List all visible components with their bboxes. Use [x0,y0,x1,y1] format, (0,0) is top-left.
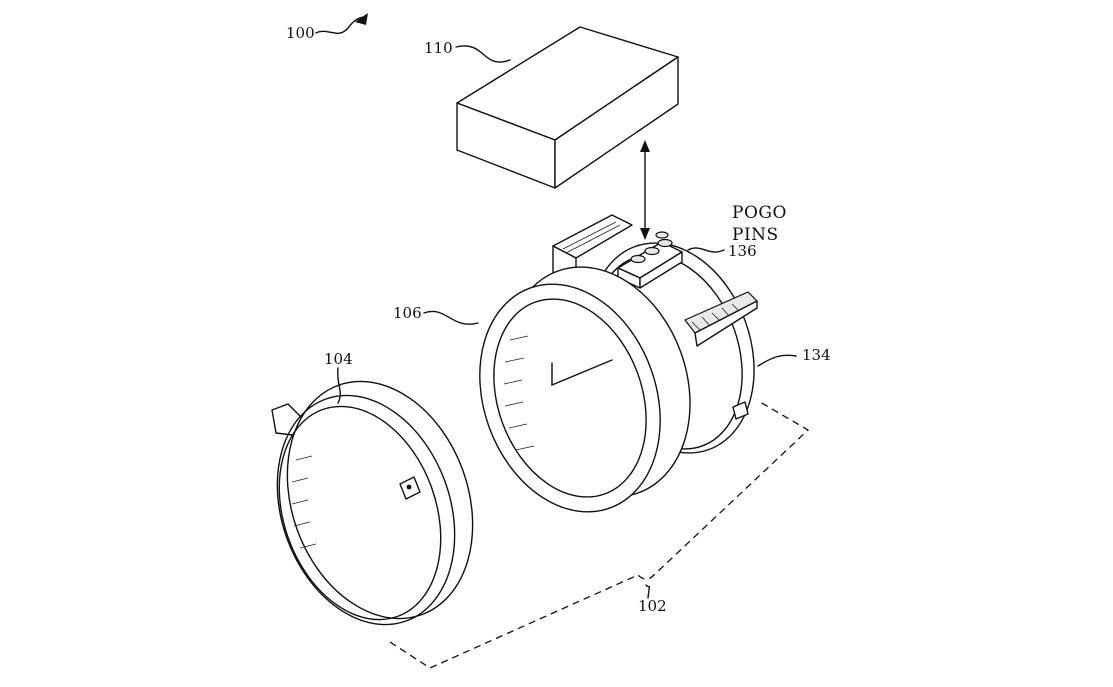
carrier-ring [589,242,759,454]
label-102: 102 [638,597,667,615]
front-ring [271,380,474,626]
insertion-arrow [640,140,650,240]
label-136: 136 [728,242,757,260]
label-pins: PINS [732,225,779,245]
label-100: 100 [286,24,315,42]
label-106: 106 [393,304,422,322]
group-bracket [389,401,810,669]
band [479,266,691,513]
module-box [456,26,679,189]
label-104: 104 [324,350,353,368]
reference-labels: 100 110 POGO PINS 136 106 104 134 102 [286,24,831,615]
leader-lines [315,13,797,599]
label-134: 134 [802,346,831,364]
label-pogo: POGO [732,203,787,223]
label-110: 110 [424,39,453,57]
